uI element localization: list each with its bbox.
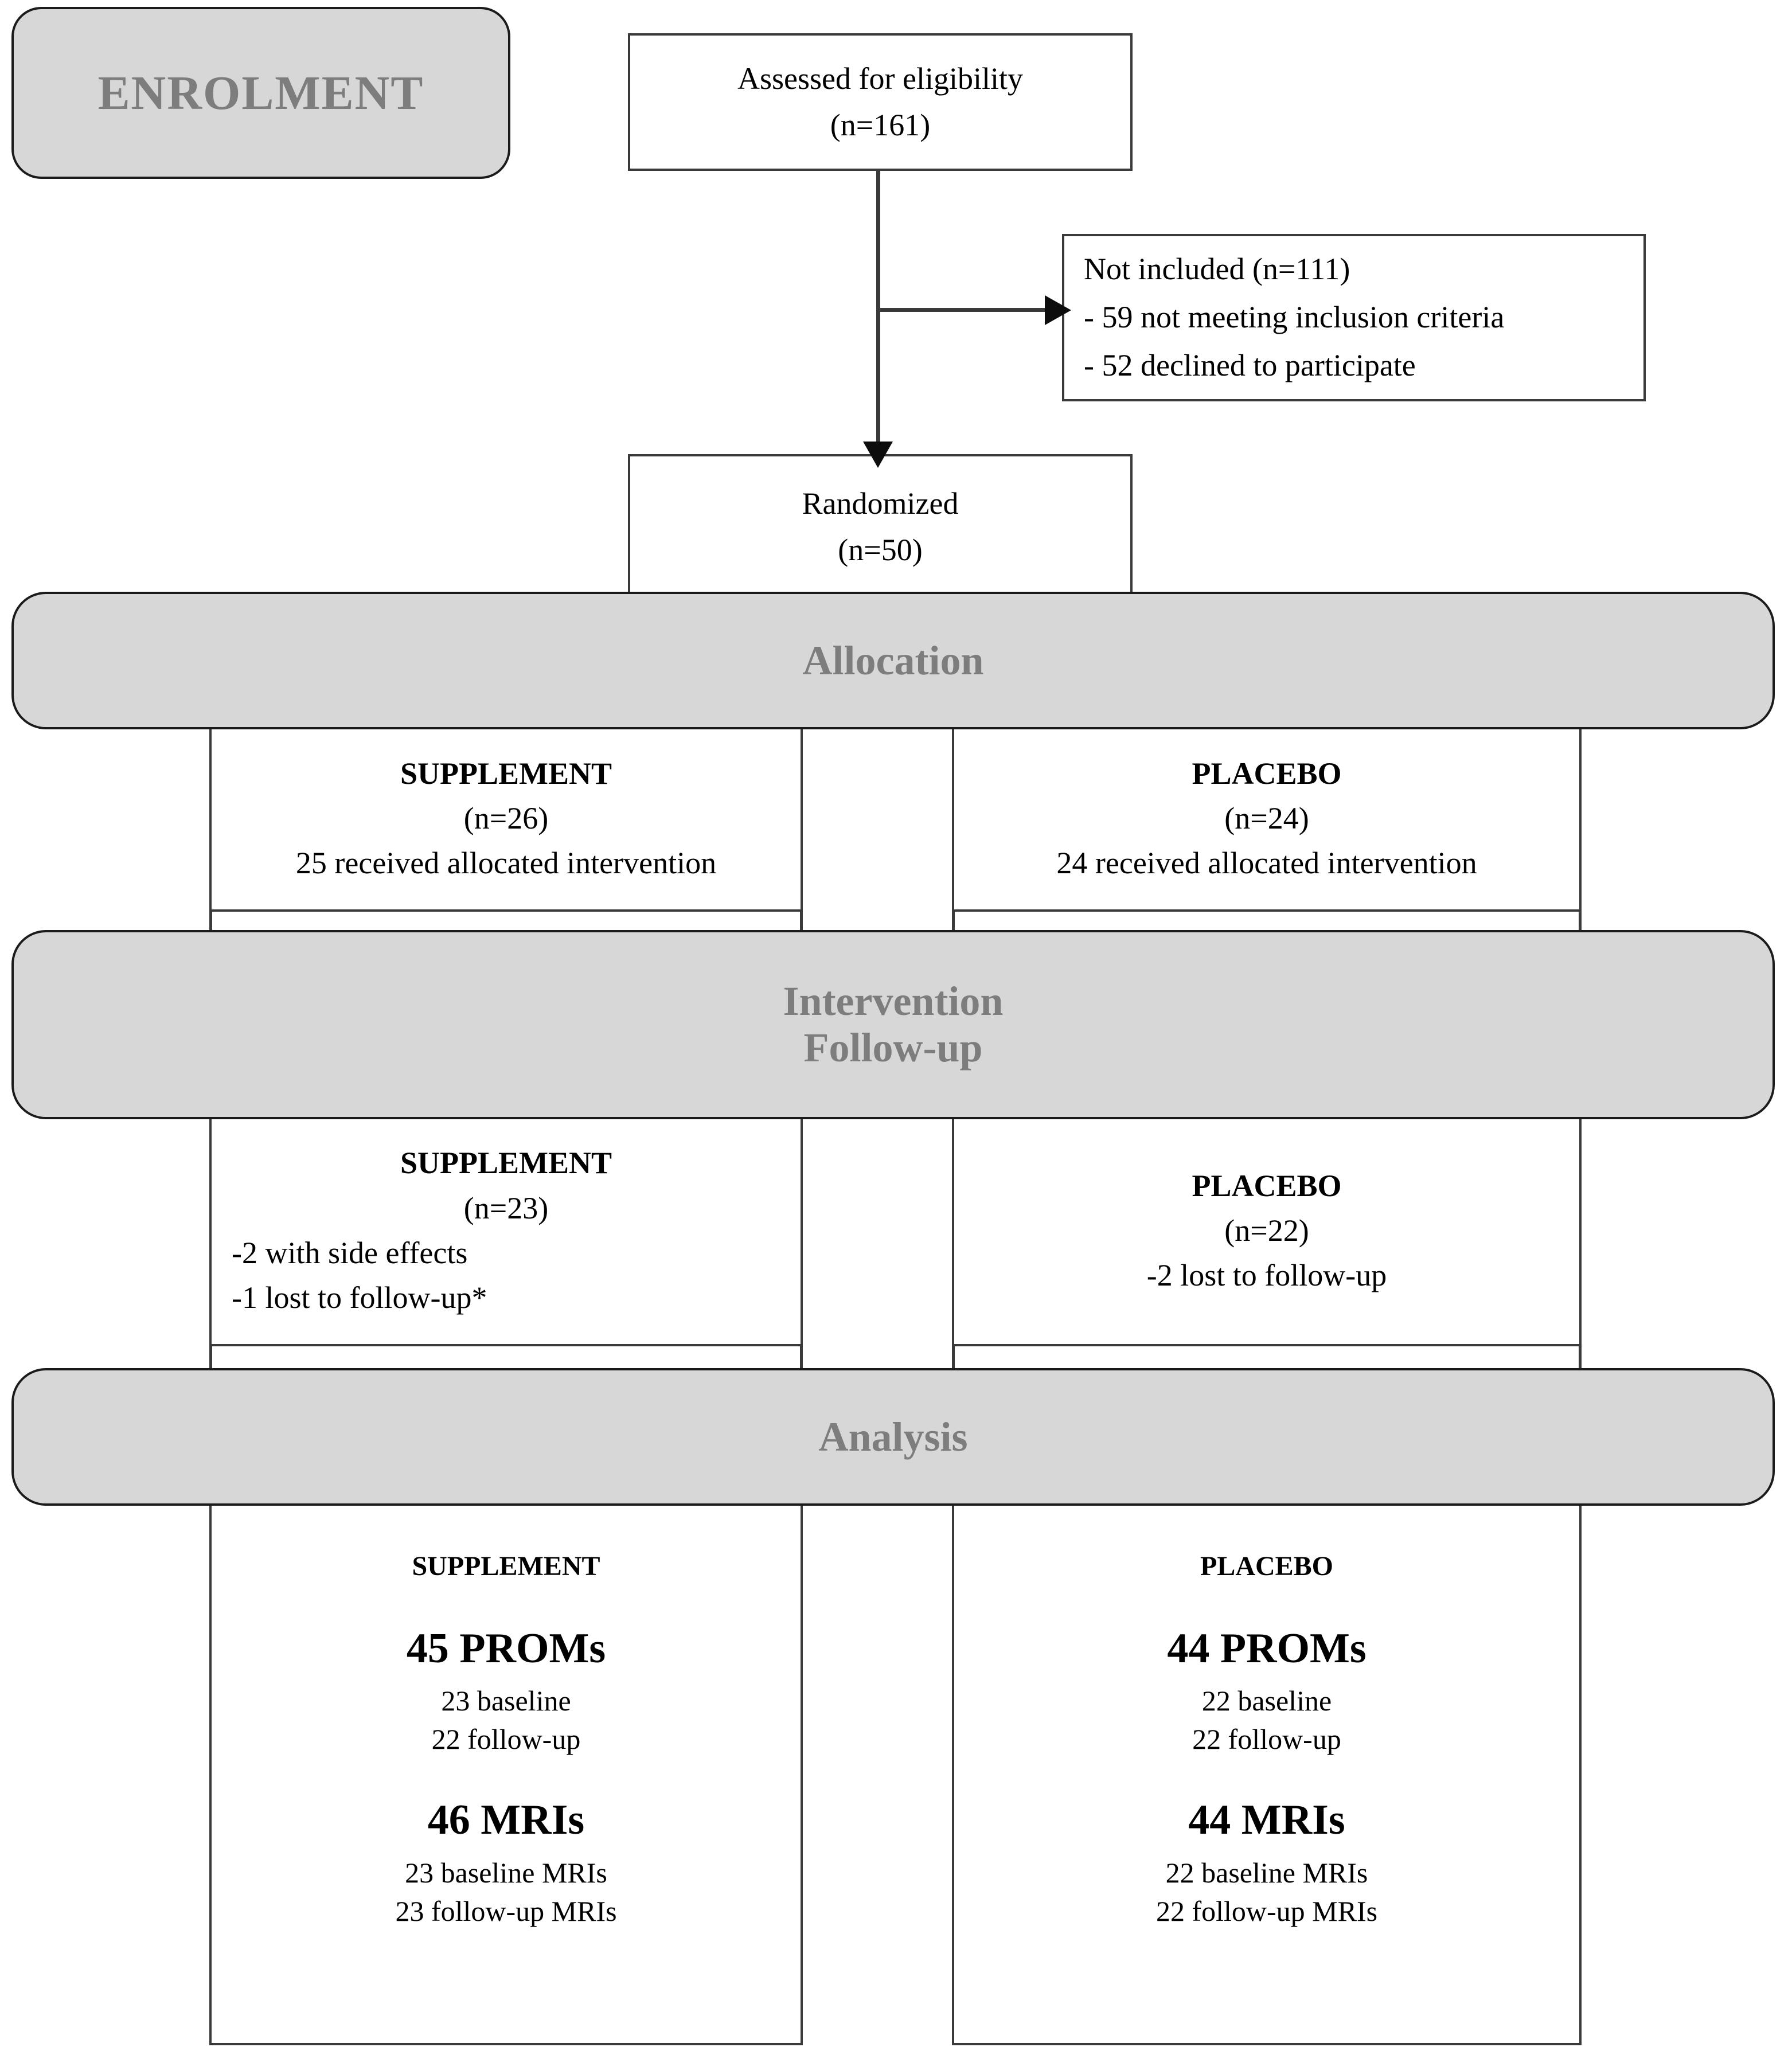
box-allocation-supplement: SUPPLEMENT (n=26) 25 received allocated … [209,727,803,912]
analysis-placebo-proms-baseline: 22 baseline [1201,1685,1332,1717]
box-randomized: Randomized (n=50) [628,454,1133,597]
randomized-line-2: (n=50) [838,533,923,567]
followup-placebo-detail-1: -2 lost to follow-up [1146,1258,1387,1293]
stage-label-enrolment: ENROLMENT [11,7,510,179]
followup-supplement-right-wall [800,1336,803,1370]
analysis-supplement-proms-baseline: 23 baseline [441,1685,571,1717]
allocation-placebo-n: (n=24) [1224,800,1309,835]
analysis-placebo-proms-followup: 22 follow-up [1192,1723,1341,1756]
analysis-supplement-mri-followup: 23 follow-up MRIs [395,1894,617,1927]
analysis-supplement-mri-total: 46 MRIs [427,1796,585,1844]
analysis-placebo-mri-baseline: 22 baseline MRIs [1165,1856,1368,1889]
box-assessed-for-eligibility: Assessed for eligibility (n=161) [628,33,1133,171]
connector-assessed-to-randomized [876,171,880,464]
allocation-placebo-left-wall [952,900,955,935]
arrowhead-to-randomized [863,442,893,468]
analysis-placebo-mri-followup: 22 follow-up MRIs [1155,1894,1378,1927]
box-analysis-supplement: SUPPLEMENT 45 PROMs 23 baseline 22 follo… [209,1503,803,2045]
followup-placebo-right-wall [1579,1336,1582,1370]
not-included-line-1: Not included (n=111) [1084,252,1350,287]
followup-placebo-left-wall [952,1336,955,1370]
box-allocation-placebo: PLACEBO (n=24) 24 received allocated int… [952,727,1582,912]
randomized-line-1: Randomized [802,486,959,521]
stage-label-enrolment-text: ENROLMENT [97,66,424,120]
stage-label-allocation: Allocation [11,592,1775,729]
allocation-supplement-detail: 25 received allocated intervention [295,846,717,881]
followup-supplement-detail-2: -1 lost to follow-up* [232,1280,487,1315]
followup-supplement-n: (n=23) [463,1190,549,1225]
allocation-placebo-detail: 24 received allocated intervention [1056,846,1477,881]
assessed-line-1: Assessed for eligibility [737,61,1023,96]
box-followup-supplement: SUPPLEMENT (n=23) -2 with side effects -… [209,1117,803,1346]
followup-placebo-title: PLACEBO [1192,1168,1342,1203]
analysis-placebo-mri-total: 44 MRIs [1188,1796,1345,1844]
stage-label-intervention-followup: Intervention Follow-up [11,930,1775,1119]
followup-supplement-left-wall [209,1336,212,1370]
stage-label-intervention-text: Intervention [783,978,1004,1025]
stage-label-analysis: Analysis [11,1368,1775,1506]
analysis-supplement-title: SUPPLEMENT [412,1551,600,1581]
not-included-line-3: - 52 declined to participate [1084,347,1416,382]
allocation-supplement-title: SUPPLEMENT [400,756,612,791]
followup-supplement-detail-1: -2 with side effects [232,1236,468,1270]
allocation-supplement-left-wall [209,900,212,935]
arrowhead-to-not-included [1045,295,1071,325]
box-not-included: Not included (n=111) - 59 not meeting in… [1062,234,1646,401]
followup-placebo-n: (n=22) [1224,1213,1309,1248]
allocation-supplement-n: (n=26) [463,800,549,835]
allocation-placebo-right-wall [1579,900,1582,935]
allocation-placebo-title: PLACEBO [1192,756,1342,791]
analysis-supplement-mri-baseline: 23 baseline MRIs [405,1856,607,1889]
followup-supplement-title: SUPPLEMENT [400,1146,612,1181]
analysis-supplement-proms-total: 45 PROMs [406,1625,606,1673]
analysis-placebo-proms-total: 44 PROMs [1167,1625,1367,1673]
not-included-line-2: - 59 not meeting inclusion criteria [1084,300,1505,335]
assessed-line-2: (n=161) [830,108,931,142]
stage-label-analysis-text: Analysis [818,1413,968,1460]
box-followup-placebo: PLACEBO (n=22) -2 lost to follow-up [952,1117,1582,1346]
allocation-supplement-right-wall [800,900,803,935]
box-analysis-placebo: PLACEBO 44 PROMs 22 baseline 22 follow-u… [952,1503,1582,2045]
stage-label-followup-text: Follow-up [803,1025,983,1071]
connector-branch-to-not-included [876,308,1054,312]
analysis-supplement-proms-followup: 22 follow-up [431,1723,581,1756]
stage-label-allocation-text: Allocation [802,637,984,683]
analysis-placebo-title: PLACEBO [1200,1551,1334,1581]
